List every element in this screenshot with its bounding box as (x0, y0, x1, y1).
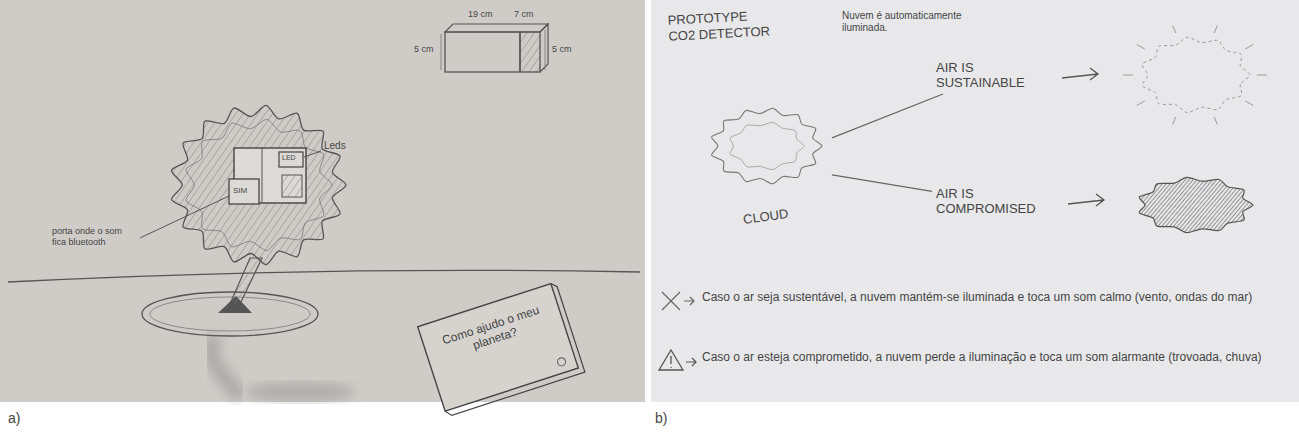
case-box (445, 32, 520, 72)
leader-line (304, 151, 321, 157)
node-text: AIR IS COMPROMISED (936, 186, 1046, 216)
light-ray (1245, 101, 1253, 106)
state-node: AIR IS SUSTAINABLE (932, 56, 1050, 94)
light-ray (1257, 75, 1267, 76)
light-ray (1173, 117, 1176, 125)
dimension-label: 5 cm (552, 44, 572, 55)
leader-line (140, 196, 229, 238)
part-label: LED (282, 154, 296, 162)
panel-label: a) (8, 410, 20, 427)
led-box (279, 152, 303, 167)
cloud-sculpture (171, 105, 346, 264)
shadow (245, 382, 355, 402)
note: Caso o ar esteja comprometido, a nuvem p… (702, 350, 1292, 364)
arrow-symbol (1062, 68, 1098, 80)
sim-box (229, 179, 259, 204)
case-box (540, 24, 548, 72)
part-label: SIM (233, 186, 247, 196)
dimension-label: 5 cm (414, 44, 434, 55)
flower-doodle (557, 357, 567, 367)
dimension-label: 19 cm (468, 9, 493, 20)
base-plate (150, 297, 310, 331)
case-box (520, 32, 540, 72)
electronics-box (262, 148, 263, 203)
warning-triangle (659, 350, 683, 370)
arrow-symbol (1068, 194, 1104, 206)
horizon-line (8, 270, 640, 282)
book-cover (418, 284, 579, 412)
light-ray (1137, 44, 1145, 49)
paper-b (651, 0, 1299, 402)
cloud-outline (1142, 37, 1250, 112)
node-text: CLOUD (742, 206, 789, 227)
part-label: porta onde o som fica bluetooth (52, 226, 138, 248)
light-ray (1123, 75, 1133, 76)
cloud-outline (186, 119, 332, 250)
note: Caso o ar seja sustentável, a nuvem mant… (702, 290, 1292, 304)
base-plate (142, 292, 318, 336)
light-ray (1137, 101, 1145, 106)
cloud-outline (730, 122, 804, 169)
cloud-outline (171, 105, 346, 264)
node-text: AIR IS SUSTAINABLE (936, 60, 1046, 90)
dark-cloud (1139, 177, 1253, 232)
panel-label: b) (655, 410, 667, 427)
speaker-box (282, 175, 302, 197)
dimension-line (441, 34, 442, 70)
connector-line (832, 94, 943, 138)
light-ray (1173, 26, 1176, 34)
dimension-line (545, 30, 546, 70)
light-ray (1214, 26, 1217, 34)
cloud-node: CLOUD (700, 100, 832, 228)
arrow-symbol (686, 358, 696, 366)
dimension-label: 7 cm (514, 9, 534, 20)
title: PROTOTYPE CO2 DETECTOR (667, 7, 773, 44)
pole (230, 258, 262, 304)
calm-symbol (662, 292, 694, 310)
lit-cloud (1123, 26, 1267, 125)
state-node: AIR IS COMPROMISED (932, 182, 1050, 220)
note: Nuvem é automaticamente iluminada. (842, 10, 992, 34)
shadow (211, 335, 240, 398)
cloud-outline (1139, 177, 1253, 232)
cloud-outline (712, 108, 822, 183)
part-label: Leds (324, 140, 346, 152)
case-box (445, 24, 548, 32)
electronics-box (234, 148, 306, 203)
light-ray (1214, 117, 1217, 125)
connector-line (832, 175, 932, 191)
book-pages (418, 282, 585, 417)
light-ray (1245, 44, 1253, 49)
